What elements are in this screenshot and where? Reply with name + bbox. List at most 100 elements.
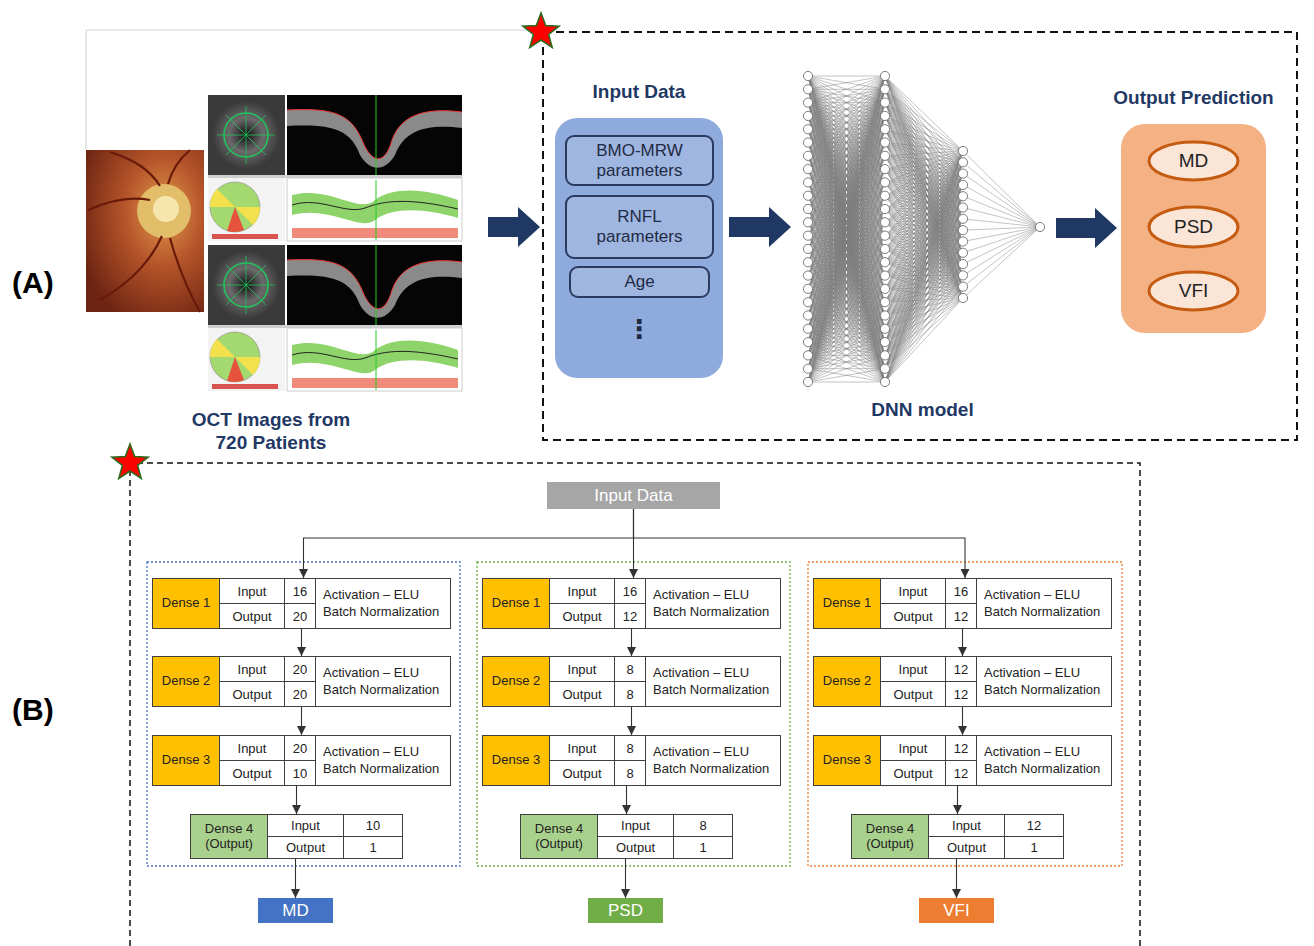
input-panel: Input Data⋮BMO-MRW parametersRNFL parame…	[555, 118, 723, 378]
table-cell: 20	[285, 657, 315, 681]
layer-name: Dense 3	[483, 736, 549, 785]
connector-line	[304, 509, 634, 578]
table-cell: 16	[615, 579, 645, 603]
output-ellipse: PSD	[1147, 205, 1240, 249]
layer-note: Activation – ELU Batch Normalization	[977, 736, 1111, 785]
table-cell: Input	[220, 657, 284, 681]
table-cell: 8	[615, 682, 645, 706]
box-label: RNFL parameters	[567, 207, 712, 246]
layer-name: Dense 4 (Output)	[852, 815, 928, 858]
image-caption: OCT Images from 720 Patients	[180, 409, 362, 455]
table-cell: 8	[615, 736, 645, 760]
table-cell: Input	[881, 579, 945, 603]
table-cell: Output	[881, 604, 945, 628]
table-cell: 12	[946, 736, 976, 760]
layer-note: Activation – ELU Batch Normalization	[316, 657, 450, 706]
connector-line	[296, 786, 297, 814]
table-cell: 12	[946, 604, 976, 628]
table-cell: 12	[615, 604, 645, 628]
table-cell: 20	[285, 736, 315, 760]
connector-line	[631, 629, 632, 656]
table-cell: Input	[220, 736, 284, 760]
table-cell: 12	[946, 682, 976, 706]
layer-note: Activation – ELU Batch Normalization	[646, 579, 780, 628]
dense-layer: Dense 2Input20Output20Activation – ELU B…	[152, 656, 451, 707]
output-layer: Dense 4 (Output)Input12Output1	[851, 814, 1064, 859]
panel-heading: Input Data	[525, 81, 753, 103]
table-cell: Output	[550, 604, 614, 628]
table-cell: 10	[344, 815, 402, 836]
layer-note: Activation – ELU Batch Normalization	[316, 736, 450, 785]
dense-layer: Dense 1Input16Output12Activation – ELU B…	[482, 578, 781, 629]
table-cell: 1	[344, 837, 402, 858]
table-cell: 10	[285, 761, 315, 785]
table-cell: Input	[550, 657, 614, 681]
table-cell: 12	[946, 657, 976, 681]
table-cell: Output	[881, 682, 945, 706]
layer-name: Dense 4 (Output)	[521, 815, 597, 858]
connector-line	[962, 629, 963, 656]
connector-line	[301, 629, 302, 656]
table-cell: 8	[615, 657, 645, 681]
dense-layer: Dense 2Input12Output12Activation – ELU B…	[813, 656, 1112, 707]
table-cell: Input	[598, 815, 673, 836]
result-label: PSD	[608, 901, 643, 921]
dense-layer: Dense 1Input16Output20Activation – ELU B…	[152, 578, 451, 629]
dense-layer: Dense 1Input16Output12Activation – ELU B…	[813, 578, 1112, 629]
table-cell: Output	[268, 837, 343, 858]
table-cell: Input	[881, 736, 945, 760]
table-cell: Output	[929, 837, 1004, 858]
table-cell: Input	[550, 579, 614, 603]
table-cell: Output	[220, 761, 284, 785]
input-label: Input Data	[594, 486, 672, 506]
dense-layer: Dense 2Input8Output8Activation – ELU Bat…	[482, 656, 781, 707]
layer-note: Activation – ELU Batch Normalization	[646, 657, 780, 706]
table-cell: 8	[615, 761, 645, 785]
layer-name: Dense 1	[153, 579, 219, 628]
connector-line	[956, 859, 957, 898]
output-layer: Dense 4 (Output)Input8Output1	[520, 814, 733, 859]
network-art	[795, 65, 1050, 425]
table-cell: Output	[550, 761, 614, 785]
parameter-box: BMO-MRW parameters	[565, 135, 714, 186]
table-cell: 20	[285, 604, 315, 628]
output-panel: Output PredictionMDPSDVFI	[1121, 124, 1266, 333]
box-label: BMO-MRW parameters	[567, 141, 712, 180]
layer-name: Dense 4 (Output)	[191, 815, 267, 858]
layer-note: Activation – ELU Batch Normalization	[646, 736, 780, 785]
table-cell: Input	[929, 815, 1004, 836]
table-cell: 20	[285, 682, 315, 706]
output-label: PSD	[1174, 216, 1213, 238]
connector-line	[957, 786, 958, 814]
panel-letter: (A)	[12, 266, 72, 300]
box-label: Age	[618, 272, 660, 292]
layer-name: Dense 1	[814, 579, 880, 628]
table-cell: Output	[220, 682, 284, 706]
table-cell: Output	[881, 761, 945, 785]
layer-name: Dense 3	[814, 736, 880, 785]
layer-note: Activation – ELU Batch Normalization	[316, 579, 450, 628]
dense-layer: Dense 3Input20Output10Activation – ELU B…	[152, 735, 451, 786]
input-box: Input Data	[547, 482, 720, 509]
connector-line	[626, 786, 627, 814]
ellipsis-mark: ⋮	[555, 316, 723, 342]
connector-line	[301, 707, 302, 735]
table-cell: 12	[1005, 815, 1063, 836]
connector-line	[634, 509, 966, 578]
output-label: MD	[1179, 150, 1209, 172]
table-cell: Input	[268, 815, 343, 836]
table-cell: Output	[598, 837, 673, 858]
result-box: PSD	[588, 898, 663, 923]
result-label: VFI	[943, 901, 969, 921]
layer-name: Dense 2	[483, 657, 549, 706]
flow-arrow	[729, 207, 791, 247]
dnn-model: DNN model	[795, 65, 1050, 425]
table-cell: 1	[674, 837, 732, 858]
panel-letter: (B)	[12, 693, 72, 727]
dense-layer: Dense 3Input8Output8Activation – ELU Bat…	[482, 735, 781, 786]
layer-name: Dense 1	[483, 579, 549, 628]
output-ellipse: VFI	[1147, 270, 1240, 312]
dense-layer: Dense 3Input12Output12Activation – ELU B…	[813, 735, 1112, 786]
output-label: VFI	[1179, 280, 1209, 302]
table-cell: 8	[674, 815, 732, 836]
